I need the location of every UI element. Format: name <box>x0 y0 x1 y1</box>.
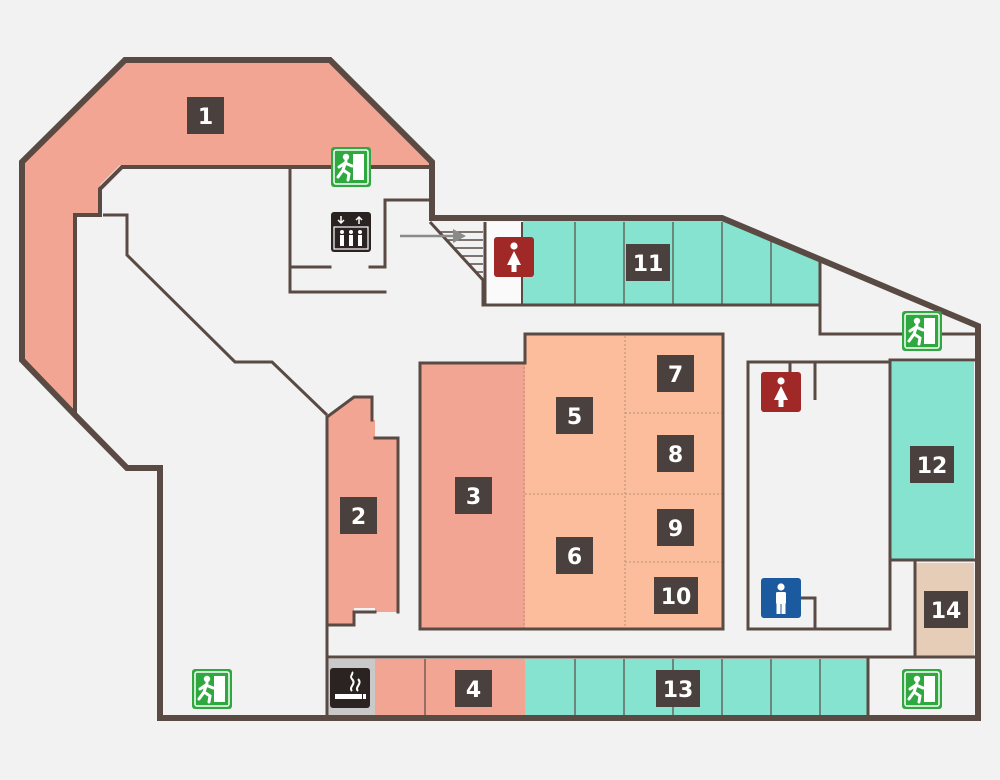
svg-text:11: 11 <box>633 252 664 277</box>
zone-13-dividers <box>424 659 821 716</box>
svg-text:14: 14 <box>931 599 962 624</box>
elevator-lobby-wall <box>288 165 432 294</box>
zone-label-13: 13 <box>656 670 700 707</box>
zone-label-8: 8 <box>657 435 694 472</box>
smoking-area-icon <box>330 668 370 708</box>
zone-1-area[interactable] <box>22 60 432 415</box>
zone-label-3: 3 <box>455 477 492 514</box>
zone-label-10: 10 <box>654 577 698 614</box>
mens-restroom-icon <box>761 578 801 618</box>
zone-label-4: 4 <box>455 670 492 707</box>
emergency-exit-icon <box>900 667 944 711</box>
svg-text:13: 13 <box>663 678 694 703</box>
zone-5-10-dividers <box>523 336 722 628</box>
svg-text:5: 5 <box>567 405 582 430</box>
emergency-exit-icon <box>329 145 373 189</box>
emergency-exit-icon <box>190 667 234 711</box>
svg-text:9: 9 <box>668 517 683 542</box>
central-block-wall <box>418 332 725 631</box>
zone-label-5: 5 <box>556 397 593 434</box>
zone-label-6: 6 <box>556 537 593 574</box>
zone-2-wall <box>325 395 400 627</box>
zone-12-wall <box>888 358 980 659</box>
svg-text:6: 6 <box>567 545 582 570</box>
svg-text:2: 2 <box>351 505 366 530</box>
zone-11-area[interactable] <box>523 220 820 305</box>
svg-text:1: 1 <box>198 105 213 130</box>
svg-text:8: 8 <box>668 443 683 468</box>
zone-label-2: 2 <box>340 497 377 534</box>
zone-label-1: 1 <box>187 97 224 134</box>
emergency-exit-icon <box>900 309 944 353</box>
zone-label-11: 11 <box>626 244 670 281</box>
east-restroom-wall <box>746 360 892 631</box>
elevator-icon <box>331 212 371 252</box>
zone-4-area[interactable] <box>375 659 525 716</box>
svg-text:3: 3 <box>466 485 481 510</box>
svg-text:10: 10 <box>661 585 692 610</box>
corridor-wall <box>103 213 329 417</box>
womens-restroom-icon <box>494 237 534 277</box>
zone-1-inner-wall <box>73 165 434 417</box>
zone-11-dividers <box>574 222 772 305</box>
svg-text:4: 4 <box>466 678 481 703</box>
outer-wall <box>19 57 981 721</box>
stairs-arrow-icon <box>400 229 466 243</box>
zone-label-7: 7 <box>657 355 694 392</box>
svg-text:12: 12 <box>917 454 948 479</box>
svg-text:7: 7 <box>668 363 683 388</box>
womens-restroom-icon <box>761 372 801 412</box>
zone-label-9: 9 <box>657 509 694 546</box>
zone-label-12: 12 <box>910 446 954 483</box>
stairs <box>428 220 523 305</box>
zone-label-14: 14 <box>924 591 968 628</box>
